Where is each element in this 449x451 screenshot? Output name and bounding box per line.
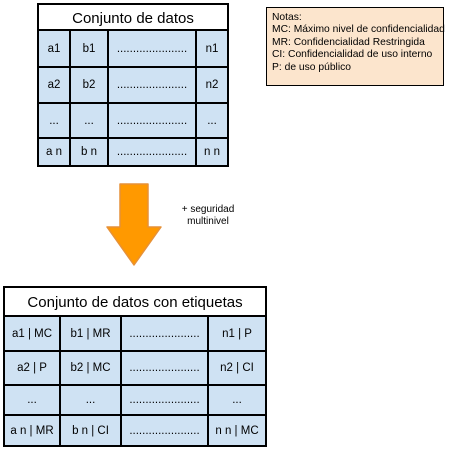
labeled-table-cell: b1 | MR	[61, 317, 120, 350]
labeled-table-row-divider	[5, 350, 265, 352]
source-table-cell: b n	[71, 139, 107, 165]
source-table-cell: b2	[71, 68, 107, 102]
labeled-table-cell: b n | CI	[61, 416, 120, 445]
source-table-cell: ......................	[109, 31, 195, 66]
notes-line-mr: MR: Confidencialidad Restringida	[272, 36, 425, 48]
notes-line-ci: CI: Confidencialidad de uso interno	[272, 49, 433, 61]
source-table-column-divider	[107, 29, 109, 165]
source-table-column-divider	[195, 29, 197, 165]
source-table-row-divider	[39, 102, 227, 104]
source-table-cell: ......................	[109, 104, 195, 137]
notes-line-mc: MC: Máximo nivel de confidencialidad	[272, 24, 445, 36]
labeled-table-cell: b2 | MC	[61, 352, 120, 384]
labeled-table-cell: ......................	[122, 317, 207, 350]
source-table-cell: n1	[197, 31, 227, 66]
notes-line-p: P: de uso público	[272, 61, 351, 73]
labeled-table-cell: n1 | P	[209, 317, 265, 350]
labeled-table-cell: ...	[209, 386, 265, 414]
source-table-cell: ...	[39, 104, 69, 137]
labeled-table-cell: ...	[5, 386, 59, 414]
labeled-table-column-divider	[120, 315, 122, 445]
source-table-cell: n2	[197, 68, 227, 102]
source-table-cell: n n	[197, 139, 227, 165]
source-table-cell: a n	[39, 139, 69, 165]
transform-label-line-2: multinivel	[187, 216, 229, 227]
labeled-table-row-divider	[5, 315, 265, 317]
source-table-cell: a1	[39, 31, 69, 66]
notes-box: Notas: MC: Máximo nivel de confidenciali…	[266, 7, 445, 86]
labeled-table-row-divider	[5, 414, 265, 416]
source-table-title: Conjunto de datos	[72, 10, 194, 27]
down-arrow-shape	[106, 183, 162, 266]
source-table-row-divider	[39, 29, 227, 31]
down-arrow-icon	[106, 183, 162, 266]
labeled-table-row-divider	[5, 384, 265, 386]
source-table-cell: b1	[71, 31, 107, 66]
labeled-table-cell: a2 | P	[5, 352, 59, 384]
labeled-table-title: Conjunto de datos con etiquetas	[27, 294, 243, 311]
source-table-cell: ...	[71, 104, 107, 137]
labeled-table-cell: a n | MR	[5, 416, 59, 445]
transform-label: + seguridad multinivel	[168, 204, 248, 228]
labeled-table-cell: a1 | MC	[5, 317, 59, 350]
labeled-table-cell: ......................	[122, 352, 207, 384]
labeled-table-column-divider	[59, 315, 61, 445]
labeled-table-cell: ......................	[122, 386, 207, 414]
source-table-cell: a2	[39, 68, 69, 102]
source-table-row-divider	[39, 137, 227, 139]
source-table-column-divider	[69, 29, 71, 165]
labeled-table-cell: ......................	[122, 416, 207, 445]
labeled-table-cell: n n | MC	[209, 416, 265, 445]
source-table-cell: ......................	[109, 68, 195, 102]
transform-label-line-1: + seguridad	[181, 204, 235, 215]
source-table-cell: ...	[197, 104, 227, 137]
source-table-cell: ......................	[109, 139, 195, 165]
labeled-table-cell: ...	[61, 386, 120, 414]
notes-heading: Notas:	[272, 12, 302, 23]
labeled-table-cell: n2 | CI	[209, 352, 265, 384]
source-table-row-divider	[39, 66, 227, 68]
labeled-table-column-divider	[207, 315, 209, 445]
